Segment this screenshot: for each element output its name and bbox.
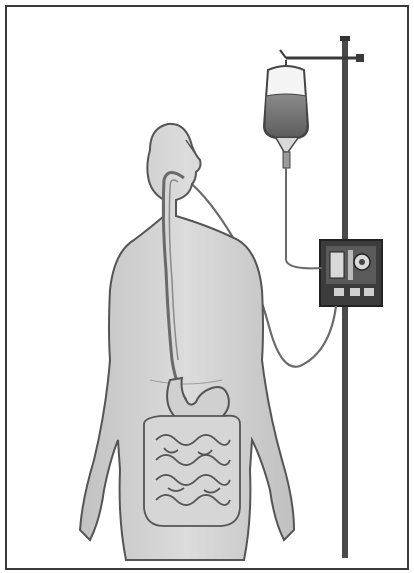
intestines-icon xyxy=(144,416,240,526)
feeding-pump-icon xyxy=(320,240,382,306)
